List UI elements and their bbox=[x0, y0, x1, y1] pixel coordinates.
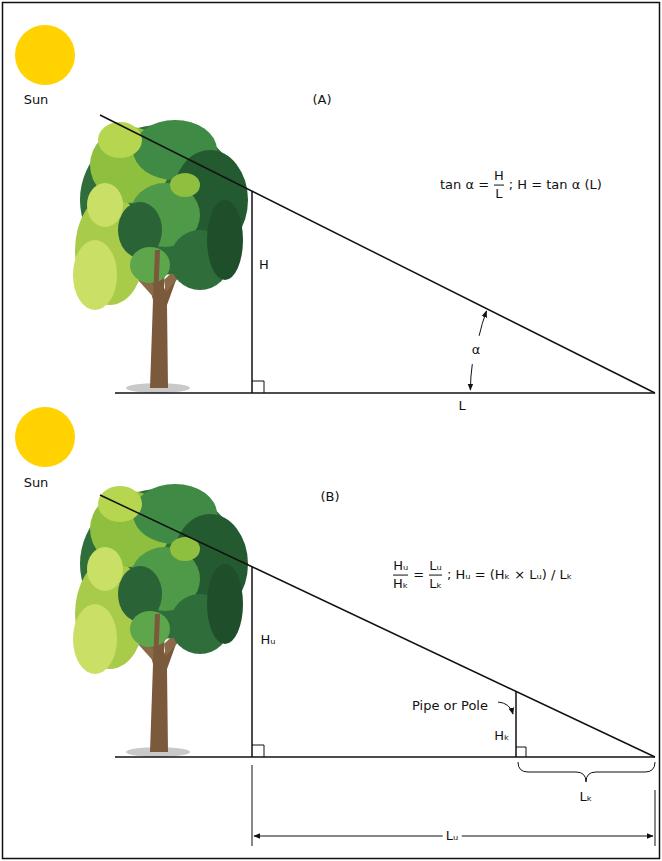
angle-label: α bbox=[472, 342, 481, 357]
sun-label-box: Sun bbox=[24, 476, 49, 491]
fraction-bar bbox=[393, 575, 408, 576]
fraction-bar bbox=[494, 185, 504, 186]
denominator: Hₖ bbox=[393, 577, 408, 592]
fraction: HᵤHₖ bbox=[393, 559, 408, 592]
dimension-label-box: Lᵤ bbox=[443, 829, 462, 844]
callout-label-box: Pipe or Pole bbox=[412, 699, 488, 714]
dimension-label-box: Hᵤ bbox=[260, 633, 275, 648]
callout-label: Pipe or Pole bbox=[412, 698, 488, 713]
dimension-label: Hₖ bbox=[494, 728, 509, 743]
numerator: Hᵤ bbox=[393, 559, 408, 574]
dimension-label-box: Hₖ bbox=[494, 729, 509, 744]
sun bbox=[15, 407, 75, 467]
dimension-label: Lᵤ bbox=[446, 828, 459, 843]
dimension-label: Lₖ bbox=[580, 789, 593, 804]
panel-label-box: (A) bbox=[312, 93, 331, 108]
numerator: H bbox=[494, 169, 504, 184]
fraction: HL bbox=[494, 169, 504, 202]
dimension-label-box: H bbox=[259, 258, 269, 273]
panel-label: (B) bbox=[320, 489, 339, 504]
dimension-label: Hᵤ bbox=[260, 632, 275, 647]
dimension-label-box: L bbox=[458, 399, 465, 414]
formula-text: = bbox=[413, 568, 424, 583]
dimension-label: H bbox=[259, 257, 269, 272]
tree bbox=[73, 120, 248, 393]
numerator: Lᵤ bbox=[429, 559, 442, 574]
fraction: LᵤLₖ bbox=[429, 559, 442, 592]
fraction-bar bbox=[429, 575, 442, 576]
angle-label-box: α bbox=[472, 343, 481, 358]
sun bbox=[15, 25, 75, 85]
formula-text: ; Hᵤ = (Hₖ × Lᵤ) / Lₖ bbox=[447, 568, 572, 583]
formula-text: tan α = bbox=[440, 178, 489, 193]
formula: HᵤHₖ = LᵤLₖ ; Hᵤ = (Hₖ × Lᵤ) / Lₖ bbox=[393, 559, 572, 592]
dimension-label: L bbox=[458, 398, 465, 413]
panel-label: (A) bbox=[312, 92, 331, 107]
dimension-label-box: Lₖ bbox=[580, 790, 593, 805]
sun-label-box: Sun bbox=[24, 93, 49, 108]
formula: tan α = HL ; H = tan α (L) bbox=[440, 169, 602, 202]
panel-label-box: (B) bbox=[320, 490, 339, 505]
denominator: L bbox=[495, 187, 502, 202]
sun-label: Sun bbox=[24, 92, 49, 107]
denominator: Lₖ bbox=[429, 577, 442, 592]
sun-label: Sun bbox=[24, 475, 49, 490]
tree bbox=[73, 484, 248, 757]
formula-text: ; H = tan α (L) bbox=[509, 178, 602, 193]
